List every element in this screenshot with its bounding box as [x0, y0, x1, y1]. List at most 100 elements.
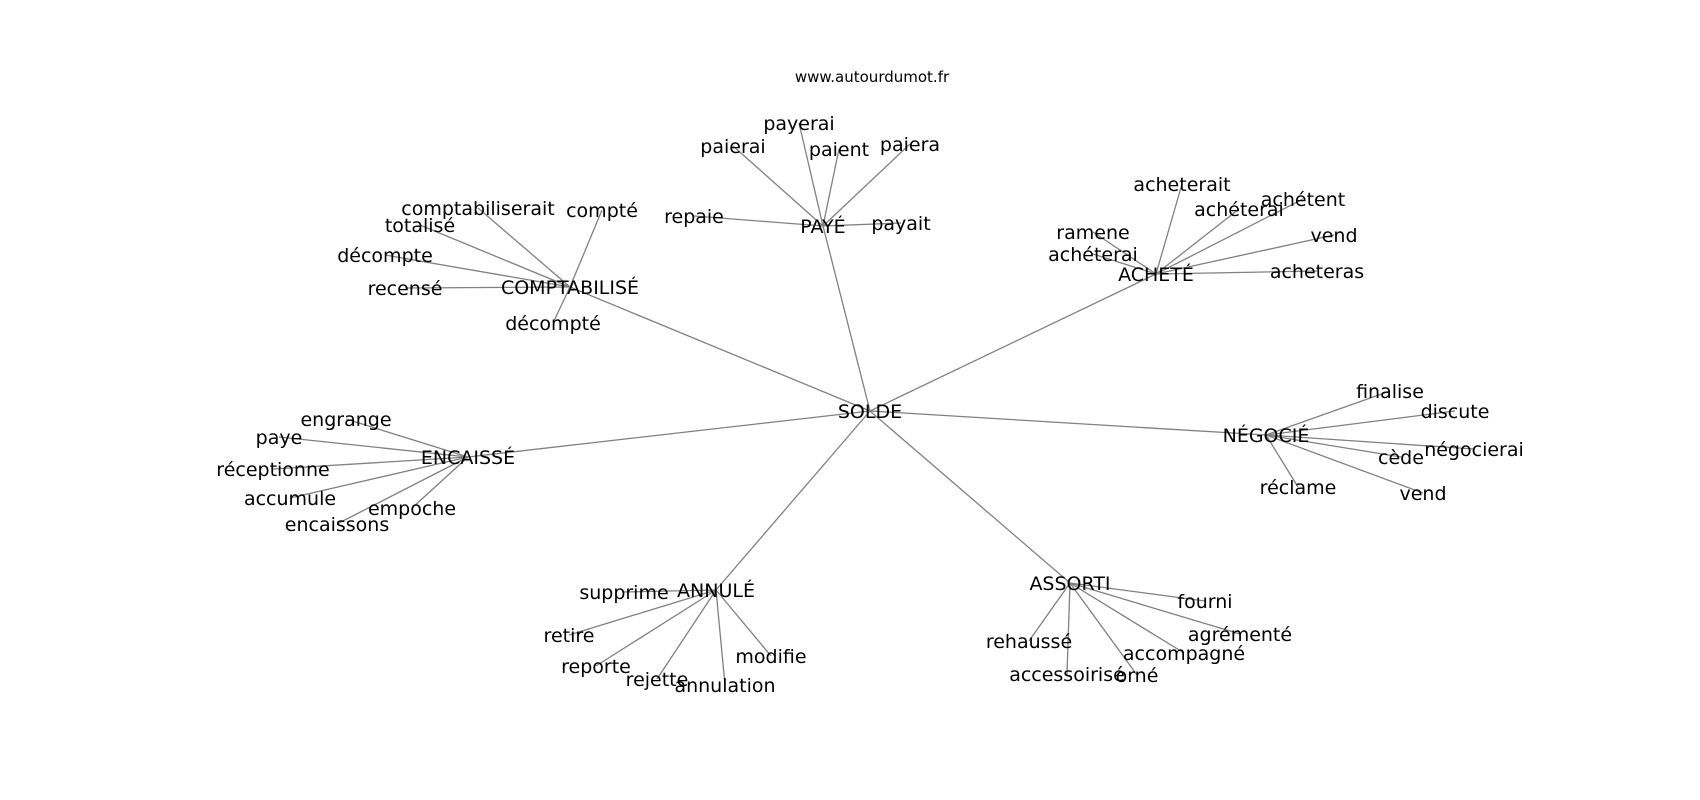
- leaf-label-encaisse-paye: paye: [256, 427, 303, 449]
- leaf-label-negocie-finalise: finalise: [1356, 381, 1424, 403]
- hub-label-paye: PAYÉ: [800, 215, 845, 238]
- edge-assorti-accessoirise: [1066, 582, 1071, 675]
- leaf-label-assorti-rehausse: rehaussé: [986, 631, 1072, 653]
- leaf-label-achete-acheteras: acheteras: [1270, 261, 1364, 283]
- leaf-label-assorti-accessoirise: accessoirisé: [1009, 664, 1125, 686]
- leaf-label-encaisse-accumule: accumule: [244, 488, 336, 510]
- edge-comptabilise-decompte: [384, 254, 571, 288]
- edge-achete-acheterai: [1092, 253, 1157, 275]
- edge-annule-modifie: [715, 589, 772, 657]
- edge-negocie-discute: [1265, 410, 1456, 436]
- hub-label-encaisse: ENCAISSÉ: [421, 446, 515, 469]
- edge-center-paye: [822, 225, 871, 412]
- leaf-label-negocie-vend: vend: [1399, 483, 1446, 505]
- leaf-label-paye-payait: payait: [871, 213, 930, 235]
- leaf-label-assorti-orne: orné: [1116, 665, 1159, 687]
- edge-paye-paient: [822, 148, 840, 227]
- hub-label-comptabilise: COMPTABILISÉ: [501, 276, 639, 299]
- leaf-label-comptabilise-comptabiliserait: comptabiliserait: [401, 198, 554, 220]
- edge-encaisse-accumule: [289, 456, 469, 499]
- leaf-label-paye-paierai: paierai: [700, 136, 765, 158]
- edge-center-negocie: [869, 410, 1267, 436]
- edge-negocie-cede: [1265, 434, 1402, 458]
- edge-center-annule: [715, 410, 871, 591]
- labels-layer: www.autourdumot.fr SOLDEPAYÉpayeraipaier…: [216, 68, 1523, 697]
- edge-negocie-vend: [1265, 434, 1424, 494]
- edge-assorti-accompagne: [1069, 582, 1185, 654]
- leaf-label-paye-repaie: repaie: [664, 206, 724, 228]
- leaf-label-comptabilise-decompte: décompté: [505, 313, 601, 335]
- leaf-label-achete-acheterai: achéterai: [1194, 199, 1284, 221]
- leaf-label-comptabilise-recense: recensé: [368, 278, 443, 300]
- leaf-label-annule-supprime: supprime: [579, 582, 668, 604]
- edge-paye-paiera: [822, 143, 911, 227]
- hub-label-achete: ACHETÉ: [1118, 263, 1194, 286]
- edge-paye-payait: [822, 222, 902, 227]
- edge-assorti-orne: [1069, 582, 1138, 676]
- edge-negocie-finalise: [1265, 390, 1391, 436]
- leaf-label-negocie-negocierai: négocierai: [1424, 439, 1524, 461]
- edge-encaisse-empoche: [411, 456, 469, 509]
- leaf-label-achete-vend: vend: [1310, 225, 1357, 247]
- edge-center-encaisse: [467, 410, 871, 458]
- leaf-label-encaisse-encaissons: encaissons: [285, 514, 389, 536]
- edge-annule-annulation: [715, 589, 726, 686]
- edge-encaisse-engrange: [345, 418, 469, 458]
- leaf-label-comptabilise-decompte: décompte: [337, 245, 433, 267]
- leaf-label-annule-rejette: rejette: [626, 669, 689, 691]
- leaf-label-annule-reporte: reporte: [561, 656, 631, 678]
- leaf-label-negocie-cede: cède: [1378, 447, 1424, 469]
- hub-label-annule: ANNULÉ: [677, 579, 755, 602]
- leaf-label-encaisse-receptionne: réceptionne: [216, 459, 329, 481]
- edge-achete-acheteras: [1155, 270, 1318, 275]
- leaf-label-assorti-agremente: agrémenté: [1188, 624, 1292, 646]
- leaf-label-annule-retire: retire: [544, 625, 595, 647]
- edge-paye-payerai: [798, 122, 824, 227]
- leaf-label-achete-acheterait: acheterait: [1133, 174, 1230, 196]
- leaf-label-encaisse-engrange: engrange: [300, 409, 391, 431]
- leaf-label-achete-ramene: ramene: [1056, 222, 1129, 244]
- edge-center-assorti: [869, 410, 1071, 584]
- edge-achete-achetent: [1155, 198, 1304, 275]
- edge-assorti-rehausse: [1028, 582, 1071, 642]
- edge-assorti-agremente: [1069, 582, 1241, 635]
- edge-achete-acheterait: [1155, 183, 1183, 275]
- edge-assorti-fourni: [1069, 582, 1206, 602]
- edges-layer: [272, 122, 1475, 686]
- edge-paye-repaie: [693, 215, 824, 227]
- edge-negocie-negocierai: [1265, 434, 1475, 450]
- hub-label-negocie: NÉGOCIÉ: [1223, 424, 1310, 447]
- edge-paye-paierai: [732, 145, 824, 227]
- leaf-label-annule-annulation: annulation: [674, 675, 775, 697]
- leaf-label-assorti-accompagne: accompagné: [1123, 643, 1245, 665]
- leaf-label-achete-achetent: achétent: [1261, 189, 1345, 211]
- leaf-label-paye-payerai: payerai: [763, 113, 834, 135]
- edge-comptabilise-decompte: [552, 286, 571, 324]
- edge-annule-retire: [568, 589, 717, 636]
- edge-comptabilise-comptabiliserait: [477, 207, 571, 288]
- edge-center-achete: [869, 273, 1157, 412]
- leaf-label-assorti-fourni: fourni: [1177, 591, 1232, 613]
- edge-negocie-reclame: [1265, 434, 1299, 488]
- center-word-label: SOLDE: [838, 401, 902, 423]
- edge-encaisse-paye: [278, 436, 469, 458]
- edge-achete-vend: [1155, 234, 1335, 275]
- edge-achete-ramene: [1092, 231, 1157, 275]
- source-credit: www.autourdumot.fr: [795, 68, 950, 86]
- edge-encaisse-encaissons: [336, 456, 469, 525]
- edge-comptabilise-compte: [569, 209, 603, 288]
- edge-encaisse-receptionne: [272, 456, 469, 470]
- edge-annule-supprime: [623, 589, 717, 593]
- leaf-label-comptabilise-totalise: totalisé: [385, 215, 455, 237]
- leaf-label-annule-modifie: modifie: [735, 646, 806, 668]
- leaf-label-paye-paiera: paiera: [880, 134, 940, 156]
- edge-comptabilise-recense: [404, 286, 571, 289]
- edge-annule-reporte: [595, 589, 717, 667]
- leaf-label-achete-acheterai: achéterai: [1048, 244, 1138, 266]
- edge-annule-rejette: [656, 589, 717, 680]
- edge-center-comptabilise: [569, 286, 871, 412]
- leaf-label-negocie-discute: discute: [1421, 401, 1490, 423]
- leaf-label-encaisse-empoche: empoche: [368, 498, 456, 520]
- leaf-label-paye-paient: paient: [809, 139, 869, 161]
